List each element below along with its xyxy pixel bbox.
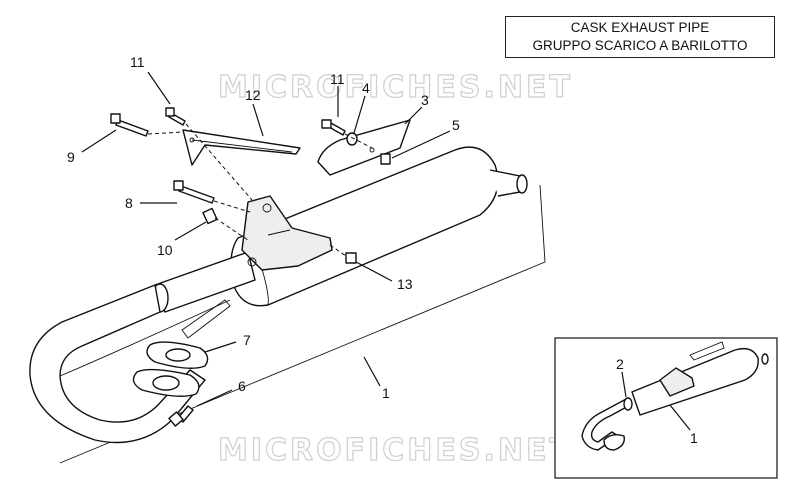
- callout-7: 7: [243, 332, 251, 348]
- leader-lines: [81, 71, 451, 407]
- nut-5: [380, 153, 391, 165]
- watermark-top: MICROFICHES.NET: [218, 70, 573, 105]
- screw-11a: [165, 107, 186, 126]
- assembly-guides: [147, 123, 373, 257]
- callout-3: 3: [421, 92, 429, 108]
- assembly-frame: [59, 184, 546, 464]
- callout-12: 12: [245, 87, 261, 103]
- callout-8: 8: [125, 195, 133, 211]
- callout-11a: 11: [130, 54, 145, 70]
- gasket-flange-7: [146, 341, 209, 369]
- callout-10: 10: [157, 242, 173, 258]
- callout-11b: 11: [330, 71, 345, 87]
- title-line-1: CASK EXHAUST PIPE: [570, 20, 710, 35]
- callout-5: 5: [452, 117, 460, 133]
- callout-13: 13: [397, 276, 413, 292]
- nut-13: [345, 252, 357, 264]
- callout-2: 2: [616, 356, 624, 372]
- header-pipe: [29, 251, 256, 444]
- callout-4: 4: [362, 80, 370, 96]
- bolt-9: [110, 113, 149, 137]
- spacer-10: [202, 207, 218, 225]
- screw-11b: [321, 119, 346, 136]
- bolt-8: [173, 180, 215, 204]
- callout-labels: 11 12 9 11 4 3 5 8 10 13 7 6 1 2 1: [67, 54, 698, 446]
- callout-1a: 1: [382, 385, 390, 401]
- washer-4: [346, 132, 358, 146]
- mounting-bracket: [241, 195, 333, 271]
- callout-1b: 1: [690, 430, 698, 446]
- title-box: CASK EXHAUST PIPE GRUPPO SCARICO A BARIL…: [505, 16, 775, 58]
- watermark-bottom: MICROFICHES.NET: [218, 433, 573, 468]
- callout-9: 9: [67, 149, 75, 165]
- inset-box: [554, 337, 778, 479]
- bracket-12: [182, 129, 301, 166]
- callout-6: 6: [238, 378, 246, 394]
- flange-6: [132, 368, 200, 397]
- title-line-2: GRUPPO SCARICO A BARILOTTO: [532, 38, 748, 53]
- bolt-6: [168, 405, 194, 427]
